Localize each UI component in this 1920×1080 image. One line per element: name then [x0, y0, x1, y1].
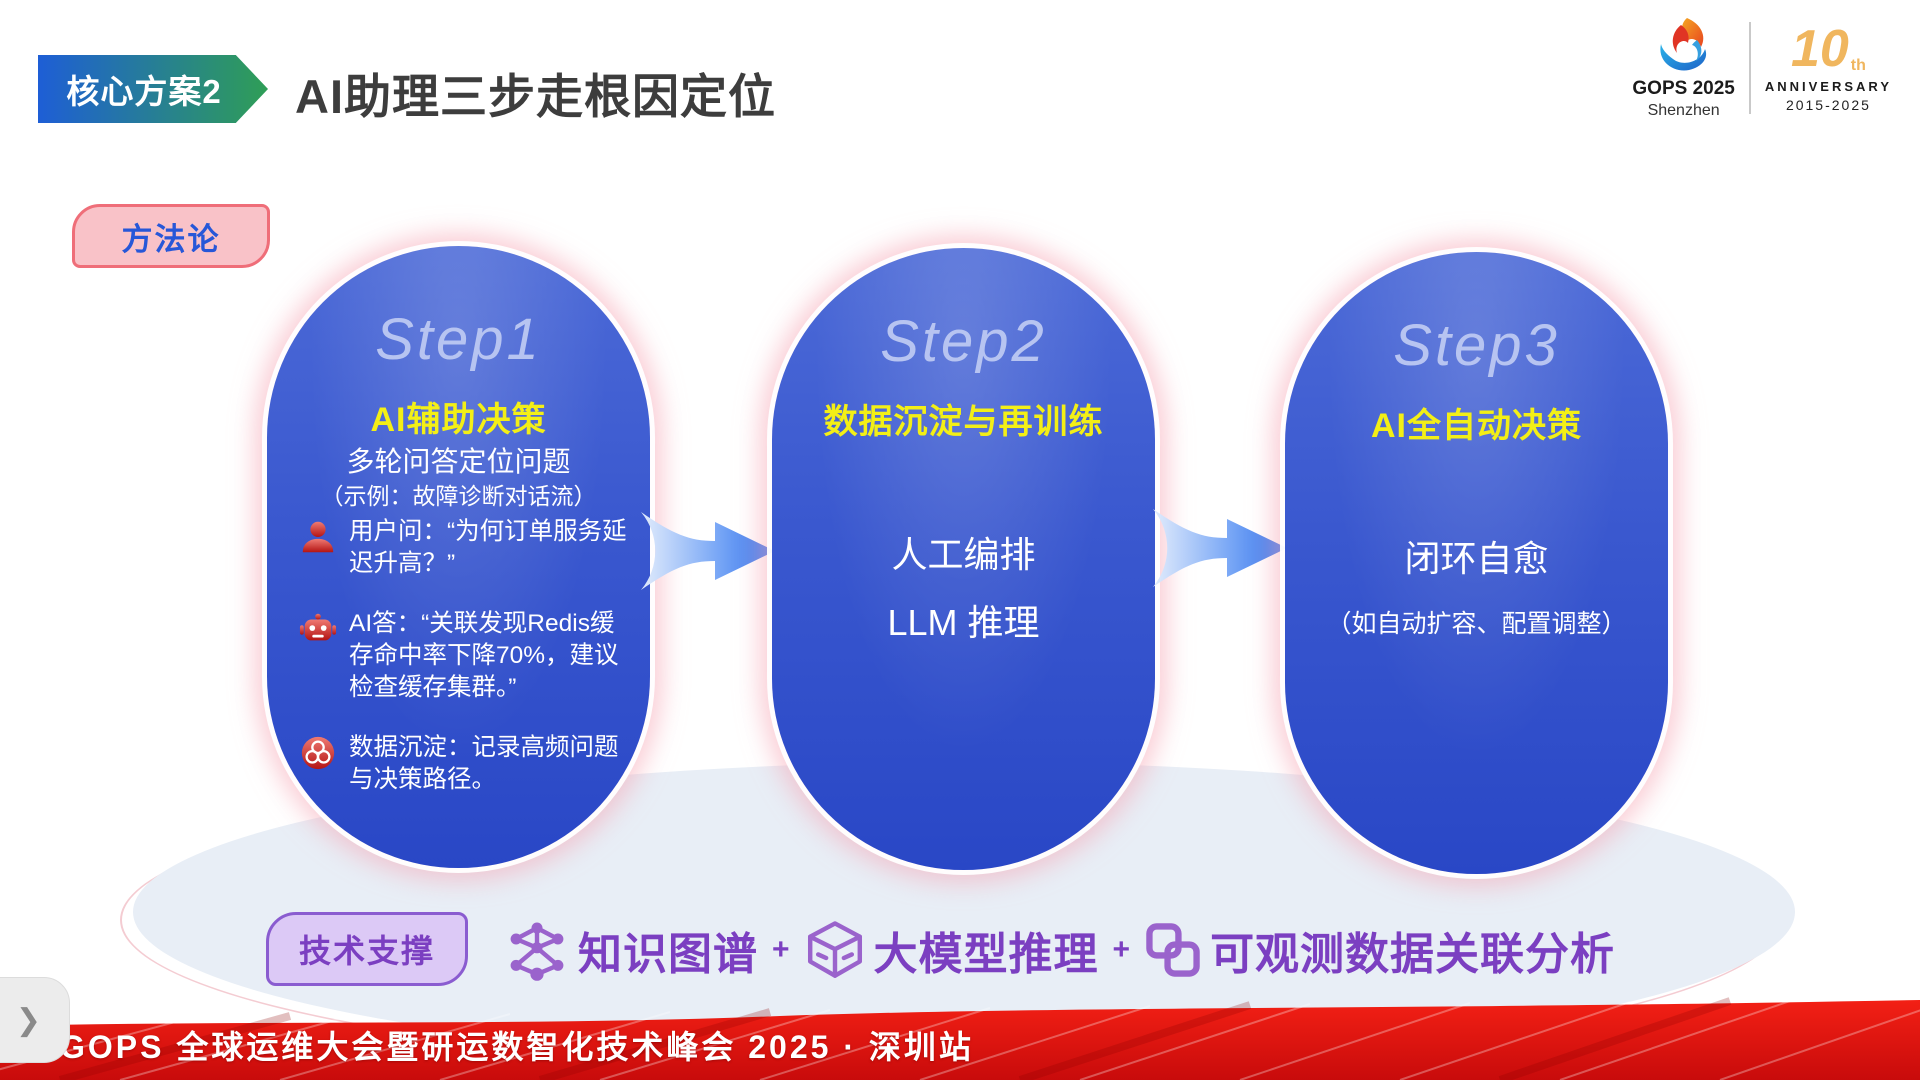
methodology-badge-label: 方法论: [121, 221, 221, 257]
plus-separator: +: [1112, 933, 1131, 966]
bullet-data-accumulation: 数据沉淀：记录高频问题与决策路径。: [299, 732, 628, 797]
user-icon: [299, 516, 337, 581]
bullet-user-question: 用户问：“为何订单服务延迟升高？”: [299, 516, 628, 581]
bullet-text: 数据沉淀：记录高频问题与决策路径。: [349, 733, 619, 793]
chevron-right-icon[interactable]: ❯: [15, 1003, 41, 1037]
tech-item-label: 可观测数据关联分析: [1210, 930, 1616, 979]
step3-item-2: （如自动扩容、配置调整）: [1326, 610, 1627, 638]
flow-arrow-icon: [641, 512, 775, 590]
step3-label: Step3: [1393, 313, 1560, 378]
anniversary-block: 10 th ANNIVERSARY 2015-2025: [1765, 23, 1892, 113]
anniversary-suffix: th: [1850, 57, 1866, 74]
step3-title: AI全自动决策: [1371, 407, 1582, 445]
tech-item-label: 知识图谱: [578, 930, 758, 979]
step1-note: （示例：故障诊断对话流）: [320, 483, 597, 509]
methodology-badge: 方法论: [72, 204, 270, 268]
tech-support-badge: 技术支撑: [266, 912, 468, 986]
step2-item-1: 人工编排: [891, 534, 1036, 575]
logo-divider: [1748, 22, 1751, 114]
gops-logo-city: Shenzhen: [1647, 102, 1720, 119]
llm-cube-icon: [807, 921, 862, 978]
plus-separator: +: [772, 933, 790, 966]
anniversary-number-row: 10 th: [1791, 23, 1866, 75]
bullet-text: 用户问：“为何订单服务延迟升高？”: [349, 518, 627, 578]
gops-logo-name: GOPS 2025: [1632, 78, 1735, 99]
gops-logo: GOPS 2025 Shenzhen 10 th ANNIVERSARY 201…: [1632, 16, 1892, 120]
step1-title: AI辅助决策: [370, 401, 547, 439]
core-solution-badge: 核心方案2: [38, 55, 268, 123]
step1-pill: Step1 AI辅助决策 多轮问答定位问题 （示例：故障诊断对话流） 用户问：“…: [267, 246, 650, 868]
observability-link-icon: [1146, 923, 1200, 977]
tech-support-row: 知识图谱 + 大模型推理 + 可观测数据关联分析: [504, 908, 1615, 992]
step3-item-1: 闭环自愈: [1404, 538, 1549, 579]
expand-handle[interactable]: ❯: [0, 977, 70, 1063]
gops-logo-left: GOPS 2025 Shenzhen: [1632, 16, 1735, 120]
anniversary-years: 2015-2025: [1785, 97, 1871, 113]
tech-support-badge-label: 技术支撑: [298, 933, 435, 969]
step2-item-2: LLM 推理: [887, 602, 1040, 643]
anniversary-label: ANNIVERSARY: [1764, 79, 1892, 94]
step1-label: Step1: [375, 307, 542, 372]
bullet-text: AI答：“关联发现Redis缓存命中率下降70%，建议检查缓存集群。”: [349, 609, 619, 702]
data-icon: [299, 732, 337, 797]
step2-label: Step2: [880, 309, 1047, 374]
tech-item-label: 大模型推理: [873, 930, 1099, 979]
step2-pill: Step2 数据沉淀与再训练 人工编排 LLM 推理: [772, 248, 1155, 870]
footer-red-band: [0, 997, 1920, 1080]
step1-subtitle: 多轮问答定位问题: [346, 446, 571, 477]
step2-title: 数据沉淀与再训练: [823, 403, 1104, 441]
bullet-ai-answer: AI答：“关联发现Redis缓存命中率下降70%，建议检查缓存集群。”: [299, 608, 628, 705]
footer-conference-title: GOPS 全球运维大会暨研运数智化技术峰会 2025 · 深圳站: [60, 1029, 974, 1065]
page-title: AI助理三步走根因定位: [295, 70, 776, 123]
robot-icon: [299, 608, 337, 705]
anniversary-number: 10: [1790, 20, 1849, 78]
step3-pill: Step3 AI全自动决策 闭环自愈 （如自动扩容、配置调整）: [1285, 252, 1668, 874]
knowledge-graph-icon: [510, 922, 564, 981]
core-solution-badge-label: 核心方案2: [66, 73, 222, 110]
gops-flame-icon: [1659, 18, 1706, 71]
step1-bullets: 用户问：“为何订单服务延迟升高？” A: [299, 516, 628, 823]
flow-arrow-icon: [1153, 509, 1287, 587]
